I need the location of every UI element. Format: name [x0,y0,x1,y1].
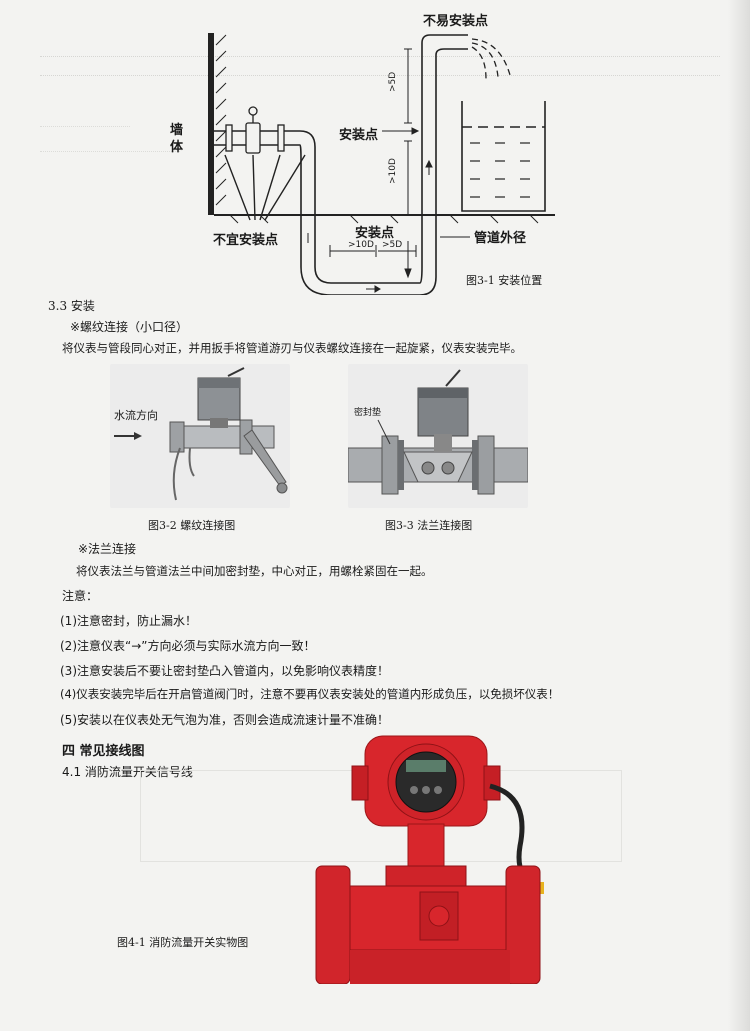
installation-position-diagram [208,33,555,295]
gasket-label: 密封垫 [354,408,382,418]
section-3-3-title: 3.3 安装 [48,299,95,313]
install-point-label-riser: 安装点 [339,128,379,143]
wall-label: 墙体 [170,123,184,155]
thread-connection-title: ※螺纹连接（小口径） [70,320,189,334]
notes-title: 注意： [62,589,99,603]
figure-3-2-caption: 图3-2 螺纹连接图 [148,519,236,532]
unsuitable-point-label: 不宜安装点 [213,233,279,248]
fire-flow-switch-photo [315,735,544,984]
switch-neck [407,823,445,873]
switch-head [351,735,501,827]
thread-connection-text: 将仪表与管段同心对正，并用扳手将管道游刃与仪表螺纹连接在一起旋紧，仪表安装完毕。 [62,341,522,355]
difficult-install-point-label: 不易安装点 [423,14,489,29]
unsuitable-arrows [224,154,306,221]
bottom-dimensions [307,159,433,293]
wall [208,33,227,215]
flow-direction-label: 水流方向 [114,409,158,422]
flange-connection-title: ※法兰连接 [78,542,137,556]
dim-bottom-5d: >5D [382,240,403,250]
switch-body [315,865,541,984]
thread-connection-photo [110,364,290,508]
dim-riser-lower: >10D [388,158,398,184]
thread-connection-illustration [114,367,288,501]
pipe-outer-diameter-label: 管道外径 [474,231,527,246]
chapter-4-title: 四 常见接线图 [62,744,145,759]
figure-3-3-caption: 图3-3 法兰连接图 [385,519,473,532]
section-4-1-title: 4.1 消防流量开关信号线 [62,765,193,779]
note-item: (2)注意仪表“→”方向必须与实际水流方向一致！ [60,639,316,653]
note-item: (4)仪表安装完毕后在开启管道阀门时，注意不要再仪表安装处的管道内形成负压，以免… [60,687,560,701]
note-item: (3)注意安装后不要让密封垫凸入管道内，以免影响仪表精度！ [60,664,390,678]
note-item: (5)安装以在仪表处无气泡为准，否则会造成流速计量不准确！ [60,713,390,727]
note-item: (1)注意密封，防止漏水！ [60,614,197,628]
page-binding-edge [728,0,750,1031]
show-through-texture [40,50,720,162]
install-point-label-bottom: 安装点 [355,226,395,241]
pipe-route [214,34,468,295]
valve [225,106,285,154]
flange-connection-photo [347,364,529,508]
figure-4-1-caption: 图4-1 消防流量开关实物图 [117,936,249,949]
water-jet [471,38,511,80]
riser-dimensions [382,48,420,216]
water-tank [461,101,546,212]
figure-3-1-caption: 图3-1 安装位置 [466,274,543,287]
dim-riser-upper: >5D [388,71,398,92]
flange-connection-illustration [347,369,529,495]
dim-bottom-10d: >10D [348,240,374,250]
flange-connection-text: 将仪表法兰与管道法兰中间加密封垫，中心对正，用螺栓紧固在一起。 [76,564,433,578]
